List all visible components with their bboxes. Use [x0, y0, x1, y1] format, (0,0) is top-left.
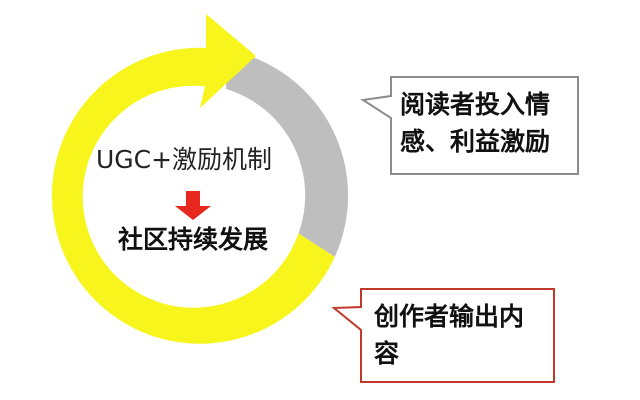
creator-callout: 创作者输出内 容	[331, 288, 555, 383]
creator-callout-line1: 创作者输出内	[373, 302, 524, 331]
cycle-arrow-icon	[200, 14, 256, 108]
reader-callout-line1: 阅读者投入情	[400, 90, 550, 119]
reader-callout-bubble	[360, 76, 579, 175]
center-top-text: UGC+激励机制	[96, 145, 272, 174]
reader-callout: 阅读者投入情 感、利益激励	[360, 76, 579, 175]
creator-callout-bubble	[331, 288, 555, 383]
reader-callout-line2: 感、利益激励	[400, 127, 550, 156]
creator-callout-line2: 容	[374, 339, 399, 368]
down-arrow-icon	[175, 191, 211, 220]
center-bottom-text: 社区持续发展	[118, 225, 268, 254]
ring-gray-segment	[226, 50, 349, 257]
